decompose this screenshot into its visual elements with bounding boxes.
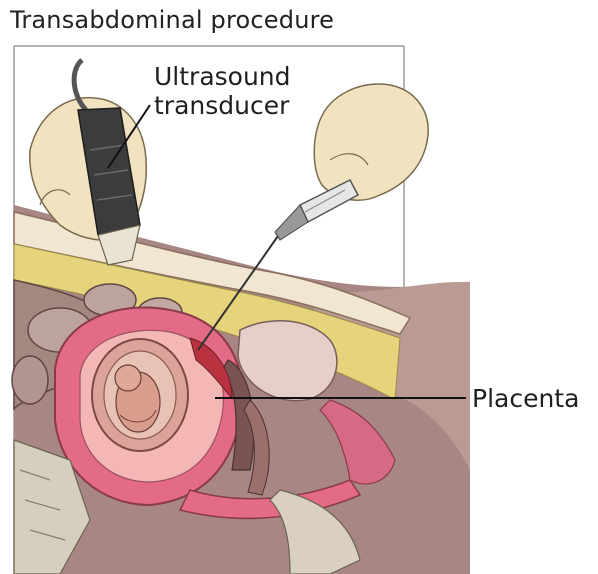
transducer-label-line2: transducer (154, 91, 291, 120)
transducer-label-line1: Ultrasound (154, 62, 291, 91)
abdomen-cross-section (12, 205, 470, 574)
placenta-label: Placenta (472, 384, 579, 413)
transducer-label: Ultrasound transducer (154, 62, 291, 120)
syringe-hand (314, 84, 428, 200)
